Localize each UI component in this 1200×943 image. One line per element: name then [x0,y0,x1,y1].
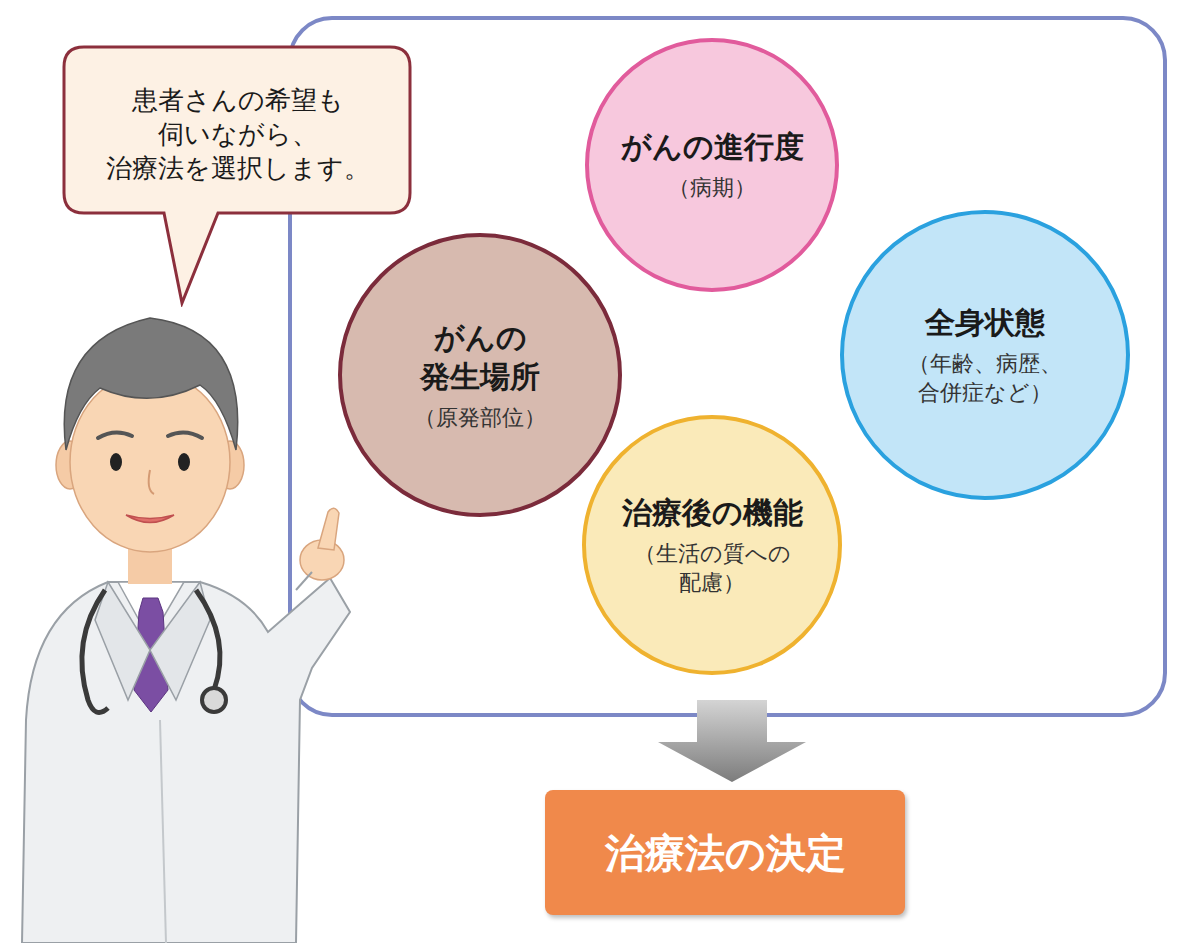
node-heading: 全身状態 [925,303,1045,342]
factor-circle: 全身状態 （年齢、病歴、 合併症など） [840,210,1130,500]
node-content: 患者さんの希望も 伺いながら、 治療法を選択します。 [72,53,404,217]
node-content: 治療法の決定 [545,790,905,915]
node-note: （年齢、病歴、 合併症など） [897,350,1073,407]
node-heading: がんの 発生場所 [411,318,549,396]
factor-circle: がんの進行度 （病期） [585,38,839,292]
node-note: （原発部位） [414,404,546,433]
block-arrow [658,700,806,782]
node-content: がんの進行度 （病期） [589,42,835,288]
factor-circle: がんの 発生場所 （原発部位） [338,233,622,517]
factor-panel [290,18,1165,715]
node-content: がんの 発生場所 （原発部位） [342,237,618,513]
node-note: （病期） [668,174,756,203]
node-heading: がんの進行度 [621,127,804,166]
speech-bubble: 患者さんの希望も 伺いながら、 治療法を選択します。 [62,45,414,307]
node-heading: 患者さんの希望も 伺いながら、 治療法を選択します。 [100,84,376,185]
node-note: （生活の質への 配慮） [619,540,806,597]
node-content: 全身状態 （年齢、病歴、 合併症など） [844,214,1126,496]
node-content: 治療後の機能 （生活の質への 配慮） [586,419,838,671]
node-heading: 治療法の決定 [605,827,846,879]
doctor-figure [22,318,350,943]
bubble-shape [64,47,410,303]
factor-circle: 治療後の機能 （生活の質への 配慮） [582,415,842,675]
result-box: 治療法の決定 [545,790,905,915]
node-heading: 治療後の機能 [622,493,803,532]
